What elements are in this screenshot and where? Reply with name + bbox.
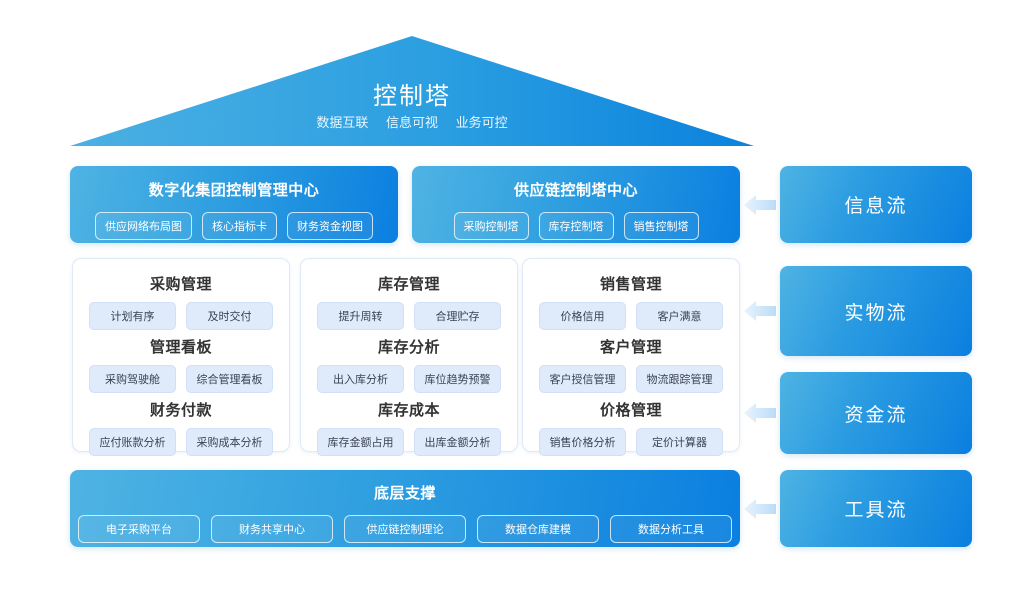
- roof-subtitle-item: 数据互联: [316, 115, 369, 130]
- sales-card: 销售管理 价格信用 客户满意 客户管理 客户授信管理 物流跟踪管理 价格管理 销…: [522, 258, 740, 456]
- support-pill[interactable]: 数据仓库建模: [477, 515, 599, 543]
- roof-subtitle-item: 信息可视: [385, 115, 438, 130]
- flow-box-capital[interactable]: 资金流: [780, 372, 972, 454]
- header-pill-list: 采购控制塔 库存控制塔 销售控制塔: [412, 212, 740, 240]
- group-title: 销售管理: [599, 276, 662, 293]
- group-pill[interactable]: 销售价格分析: [539, 428, 626, 456]
- group-pill[interactable]: 客户授信管理: [539, 365, 626, 393]
- foundation-support-bar[interactable]: 底层支撑 电子采购平台 财务共享中心 供应链控制理论 数据仓库建模 数据分析工具: [70, 470, 740, 547]
- group-pill[interactable]: 物流跟踪管理: [636, 365, 723, 393]
- left-arrow-icon: [744, 192, 776, 218]
- header-title: 数字化集团控制管理中心: [148, 182, 320, 199]
- support-pill[interactable]: 电子采购平台: [78, 515, 200, 543]
- group-pill-list: 客户授信管理 物流跟踪管理: [523, 365, 739, 393]
- group-pill-list: 采购驾驶舱 综合管理看板: [73, 365, 289, 393]
- header-title: 供应链控制塔中心: [513, 182, 638, 199]
- group-pill[interactable]: 客户满意: [636, 302, 723, 330]
- support-pill[interactable]: 供应链控制理论: [344, 515, 466, 543]
- left-arrow-icon: [744, 298, 776, 324]
- group-pill-list: 库存金额占用 出库金额分析: [301, 428, 517, 456]
- group-title: 管理看板: [149, 339, 212, 356]
- group-pill[interactable]: 及时交付: [186, 302, 273, 330]
- group-title: 价格管理: [599, 402, 662, 419]
- header-pill[interactable]: 采购控制塔: [453, 212, 529, 240]
- group-pill[interactable]: 价格信用: [539, 302, 626, 330]
- roof-subtitle: 数据互联 信息可视 业务可控: [70, 112, 754, 131]
- roof-subtitle-item: 业务可控: [455, 115, 508, 130]
- group-title: 客户管理: [599, 339, 662, 356]
- header-pill-list: 供应网络布局图 核心指标卡 财务资金视图: [70, 212, 398, 240]
- flow-label: 工具流: [844, 500, 908, 521]
- group-pill[interactable]: 采购驾驶舱: [89, 365, 176, 393]
- inventory-card: 库存管理 提升周转 合理贮存 库存分析 出入库分析 库位趋势预警 库存成本 库存…: [300, 258, 518, 456]
- roof-shape: [70, 36, 754, 146]
- group-pill[interactable]: 合理贮存: [414, 302, 501, 330]
- group-pill[interactable]: 采购成本分析: [186, 428, 273, 456]
- header-pill[interactable]: 库存控制塔: [538, 212, 614, 240]
- group-pill-list: 计划有序 及时交付: [73, 302, 289, 330]
- group-pill[interactable]: 出入库分析: [317, 365, 404, 393]
- flow-label: 实物流: [844, 302, 908, 324]
- flow-label: 信息流: [844, 196, 908, 217]
- digital-group-control-center[interactable]: 数字化集团控制管理中心 供应网络布局图 核心指标卡 财务资金视图: [70, 166, 398, 243]
- support-pill[interactable]: 财务共享中心: [211, 515, 333, 543]
- group-pill-list: 销售价格分析 定价计算器: [523, 428, 739, 456]
- flow-box-tooling[interactable]: 工具流: [780, 470, 972, 547]
- group-title: 采购管理: [149, 276, 212, 293]
- group-pill[interactable]: 应付账款分析: [89, 428, 176, 456]
- group-title: 库存成本: [377, 402, 440, 419]
- group-pill[interactable]: 提升周转: [317, 302, 404, 330]
- header-pill[interactable]: 财务资金视图: [287, 212, 373, 240]
- roof-title: 控制塔: [373, 83, 451, 110]
- group-title: 财务付款: [149, 402, 212, 419]
- flow-box-information[interactable]: 信息流: [780, 166, 972, 243]
- group-pill[interactable]: 定价计算器: [636, 428, 723, 456]
- group-title: 库存分析: [377, 339, 440, 356]
- header-pill[interactable]: 销售控制塔: [623, 212, 699, 240]
- support-pill-list: 电子采购平台 财务共享中心 供应链控制理论 数据仓库建模 数据分析工具: [70, 515, 740, 543]
- support-pill[interactable]: 数据分析工具: [610, 515, 732, 543]
- header-pill[interactable]: 供应网络布局图: [95, 212, 192, 240]
- group-pill[interactable]: 库存金额占用: [317, 428, 404, 456]
- group-pill-list: 出入库分析 库位趋势预警: [301, 365, 517, 393]
- flow-box-physical[interactable]: 实物流: [780, 266, 972, 356]
- supply-chain-control-tower-center[interactable]: 供应链控制塔中心 采购控制塔 库存控制塔 销售控制塔: [412, 166, 740, 243]
- group-pill-list: 价格信用 客户满意: [523, 302, 739, 330]
- group-pill[interactable]: 出库金额分析: [414, 428, 501, 456]
- procurement-card: 采购管理 计划有序 及时交付 管理看板 采购驾驶舱 综合管理看板 财务付款 应付…: [72, 258, 290, 456]
- group-pill[interactable]: 库位趋势预警: [414, 365, 501, 393]
- group-pill-list: 提升周转 合理贮存: [301, 302, 517, 330]
- support-title: 底层支撑: [373, 485, 436, 502]
- header-pill[interactable]: 核心指标卡: [202, 212, 277, 240]
- left-arrow-icon: [744, 400, 776, 426]
- group-pill-list: 应付账款分析 采购成本分析: [73, 428, 289, 456]
- group-pill[interactable]: 计划有序: [89, 302, 176, 330]
- control-tower-roof: 控制塔 数据互联 信息可视 业务可控: [70, 36, 754, 146]
- group-title: 库存管理: [377, 276, 440, 293]
- left-arrow-icon: [744, 496, 776, 522]
- group-pill[interactable]: 综合管理看板: [186, 365, 273, 393]
- flow-label: 资金流: [844, 404, 908, 426]
